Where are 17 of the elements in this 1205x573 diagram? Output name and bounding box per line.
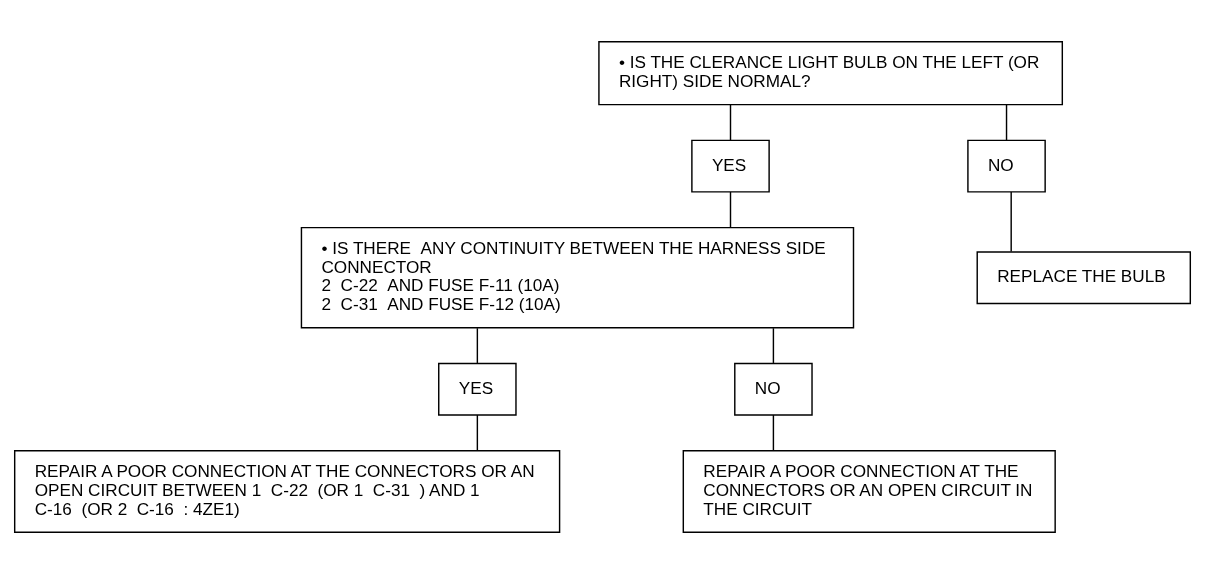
connector — [729, 190, 732, 228]
connector — [772, 413, 775, 451]
node-box: REPAIR A POOR CONNECTION AT THE CONNECTORS OR AN OPEN CIRCUIT BETWEEN 1 C-22 (OR 1 C-31 ) AND 1 C-16 (OR 2 C-16 : 4ZE1) — [13, 449, 561, 533]
node-box: NO — [967, 139, 1046, 193]
connector — [1005, 103, 1008, 141]
node-box: • IS THERE ANY CONTINUITY BETWEEN THE HARNESS SIDE CONNECTOR 2 C-22 AND FUSE F-11 (10A) 2 C-31 AND FUSE F-12 (10A) — [300, 226, 855, 328]
node-box: NO — [734, 362, 813, 416]
connector — [1010, 190, 1012, 252]
connector — [476, 413, 479, 451]
node-box: YES — [438, 362, 517, 416]
node-box: REPAIR A POOR CONNECTION AT THE CONNECTORS OR AN OPEN CIRCUIT IN THE CIRCUIT — [682, 449, 1056, 533]
connector — [476, 327, 479, 364]
node-box: • IS THE CLERANCE LIGHT BULB ON THE LEFT (OR RIGHT) SIDE NORMAL? — [598, 40, 1064, 105]
node-box: REPLACE THE BULB — [976, 250, 1192, 304]
connector — [729, 103, 732, 141]
connector — [772, 327, 775, 364]
node-box: YES — [691, 139, 770, 193]
